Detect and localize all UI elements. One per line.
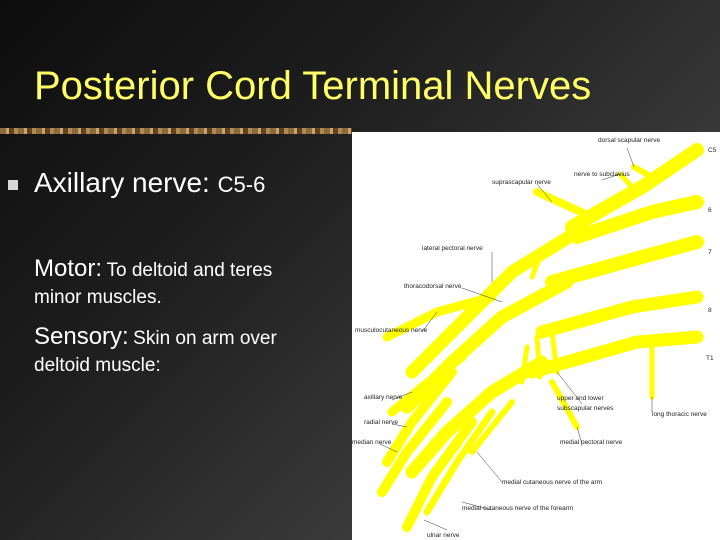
label-subscapular-1: upper and lower xyxy=(557,395,604,402)
label-subscapular-2: subscapular nerves xyxy=(557,405,614,412)
lateral-pectoral-branch xyxy=(529,249,545,280)
axillary-segments: C5-6 xyxy=(217,172,266,197)
label-thoracodorsal: thoracodorsal nerve xyxy=(404,283,462,290)
sensory-label: Sensory: xyxy=(34,323,129,350)
subclavius-branch xyxy=(617,171,640,195)
label-axillary: axillary nerve xyxy=(364,394,403,401)
bullet-square-icon xyxy=(8,180,18,190)
label-dorsal-scapular: dorsal scapular nerve xyxy=(598,137,661,144)
motor-text: Motor: To deltoid and teres minor muscle… xyxy=(34,255,272,309)
label-medial-cutaneous-forearm: medial cutaneous nerve of the forearm xyxy=(462,505,573,512)
label-suprascapular: suprascapular nerve xyxy=(492,179,551,186)
root-c6 xyxy=(570,195,704,244)
axillary-branch xyxy=(387,352,467,417)
thoracodorsal-branch xyxy=(549,329,560,375)
ulnar-branch xyxy=(402,417,477,532)
motor-label: Motor: xyxy=(34,255,103,282)
motor-line-1: To deltoid and teres xyxy=(106,260,273,281)
suprascapular-branch xyxy=(533,188,596,221)
median-branch xyxy=(377,397,452,497)
label-nerve-to-subclavius: nerve to subclavius xyxy=(574,171,630,178)
label-lateral-pectoral: lateral pectoral nerve xyxy=(422,245,483,252)
title-divider xyxy=(0,128,352,134)
diagram-labels: dorsal scapular nerve nerve to subclaviu… xyxy=(352,137,717,539)
brachial-plexus-diagram: dorsal scapular nerve nerve to subclaviu… xyxy=(352,132,720,540)
root-label-t1: T1 xyxy=(706,355,714,362)
sensory-text: Sensory: Skin on arm over deltoid muscle… xyxy=(34,323,277,377)
label-radial: radial nerve xyxy=(364,419,398,426)
label-long-thoracic: long thoracic nerve xyxy=(652,411,707,418)
sensory-line-2: deltoid muscle: xyxy=(34,355,161,376)
sensory-line-1: Skin on arm over xyxy=(133,328,277,349)
motor-line-2: minor muscles. xyxy=(34,287,162,308)
medial-cutaneous-forearm-branch xyxy=(423,408,496,516)
label-medial-cutaneous-arm: medial cutaneous nerve of the arm xyxy=(502,479,602,486)
label-median: median nerve xyxy=(352,439,392,446)
radial-branch xyxy=(382,367,457,467)
axillary-heading-label: Axillary nerve: xyxy=(34,167,210,198)
medial-cutaneous-arm-branch xyxy=(469,399,515,455)
root-t1 xyxy=(525,330,704,379)
leader-lines xyxy=(379,147,653,531)
root-c5 xyxy=(565,143,704,234)
root-label-8: 8 xyxy=(708,307,712,314)
medial-cord xyxy=(405,355,549,479)
label-musculocutaneous: musculocutaneous nerve xyxy=(355,327,428,334)
plexus-illustration: dorsal scapular nerve nerve to subclaviu… xyxy=(352,137,717,539)
root-c7 xyxy=(545,235,704,289)
axillary-heading: Axillary nerve: C5-6 xyxy=(34,167,265,199)
nerve-bundle xyxy=(377,143,704,532)
root-c8 xyxy=(535,290,704,339)
label-ulnar: ulnar nerve xyxy=(427,532,460,539)
root-label-6: 6 xyxy=(708,207,712,214)
subscapular-branch-1 xyxy=(519,344,530,385)
medial-pectoral-branch xyxy=(549,379,580,430)
dorsal-scapular-branch xyxy=(631,164,655,180)
subscapular-branch-2 xyxy=(534,334,543,380)
root-label-c5: C5 xyxy=(708,147,717,154)
slide-title: Posterior Cord Terminal Nerves xyxy=(34,64,592,108)
label-medial-pectoral: medial pectoral nerve xyxy=(560,439,623,446)
root-label-7: 7 xyxy=(708,249,712,256)
